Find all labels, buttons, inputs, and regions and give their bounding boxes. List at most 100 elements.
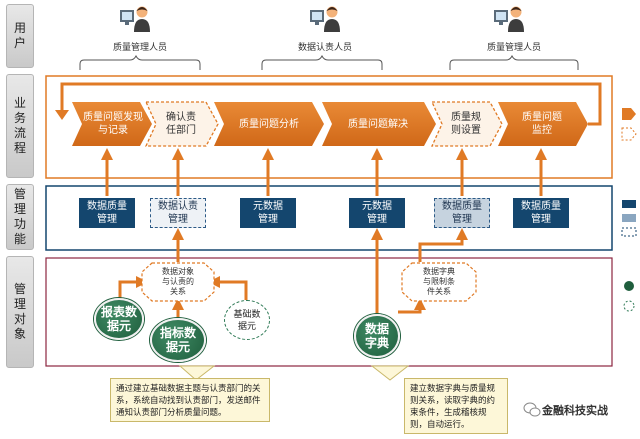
function-box-1-line1: 数据质量 xyxy=(87,201,127,212)
object-indicator-meta-line2: 据元 xyxy=(165,340,190,354)
row-label-object-text: 管理对象 xyxy=(13,282,26,341)
object-report-meta[interactable]: 报表数据元 xyxy=(94,298,144,340)
function-frame xyxy=(45,185,613,251)
object-report-meta-line1: 报表数 xyxy=(100,305,137,319)
object-frame xyxy=(45,257,613,367)
function-box-3-line2: 管理 xyxy=(258,214,278,225)
user-icon-3 xyxy=(494,6,524,32)
object-basic-meta-line2: 据元 xyxy=(237,321,256,331)
connector-report-relation xyxy=(118,276,148,300)
callout-left-pointer xyxy=(178,365,216,381)
role-bracket-1 xyxy=(79,54,201,70)
row-label-process: 业务流程 xyxy=(6,74,34,178)
relation-left: 数据对象与认责的关系 xyxy=(142,263,214,301)
function-box-6-line2: 管理 xyxy=(531,214,551,225)
object-dictionary-line2: 字典 xyxy=(364,336,389,350)
row-label-object: 管理对象 xyxy=(6,256,34,368)
legend-function-dashed xyxy=(621,227,637,237)
process-step-4-line1: 质量问题解决 xyxy=(348,118,408,130)
relation-left-shape xyxy=(141,262,215,302)
object-dictionary-line1: 数据 xyxy=(364,322,389,336)
process-step-5-line1: 质量规 xyxy=(451,112,481,123)
process-step-3-line1: 质量问题分析 xyxy=(239,118,299,130)
callout-right: 建立数据字典与质量规则关系，读取字典的约束条件，生成稽核规则，自动运行。 xyxy=(404,378,508,434)
object-dictionary[interactable]: 数据字典 xyxy=(354,314,400,358)
function-box-5[interactable]: 数据质量管理 xyxy=(434,198,490,228)
function-box-2-line2: 管理 xyxy=(168,214,188,225)
function-box-3[interactable]: 元数据管理 xyxy=(240,198,296,228)
role-bracket-2 xyxy=(261,54,383,70)
function-box-3-line1: 元数据 xyxy=(253,201,283,212)
role-bracket-3 xyxy=(449,54,579,70)
process-step-5-line2: 则设置 xyxy=(451,125,481,136)
function-box-4-line1: 元数据 xyxy=(362,201,392,212)
object-basic-meta[interactable]: 基础数据元 xyxy=(224,300,270,340)
legend-object-solid xyxy=(624,281,634,291)
user-icon-1 xyxy=(120,6,150,32)
process-step-2-shape[interactable] xyxy=(144,101,219,147)
relation-left-line2: 与认责的 xyxy=(162,277,194,286)
function-box-1[interactable]: 数据质量管理 xyxy=(79,198,135,228)
process-step-4-shape[interactable] xyxy=(322,102,436,146)
row-label-function-text: 管理功能 xyxy=(13,187,26,246)
process-step-1[interactable]: 质量问题发现与记录 xyxy=(80,104,146,144)
process-step-2-line2: 任部门 xyxy=(166,125,196,136)
process-step-6-shape[interactable] xyxy=(498,102,588,146)
process-step-6-line2: 监控 xyxy=(532,125,552,136)
relation-right-shape xyxy=(401,262,477,302)
relation-right-line2: 与限制条 xyxy=(423,277,455,286)
role-label-1: 质量管理人员 xyxy=(112,42,167,52)
legend-function-hatched xyxy=(622,214,636,222)
object-indicator-meta-line1: 指标数 xyxy=(159,326,196,340)
function-box-4-line2: 管理 xyxy=(367,214,387,225)
relation-left-line1: 数据对象 xyxy=(162,267,194,276)
process-step-4[interactable]: 质量问题解决 xyxy=(330,104,426,144)
legend-process-dashed xyxy=(621,127,637,141)
process-loop-arrow xyxy=(60,82,602,126)
function-box-6-line1: 数据质量 xyxy=(521,201,561,212)
legend-object-dashed xyxy=(623,300,635,312)
function-box-5-line2: 管理 xyxy=(452,214,472,225)
relation-right: 数据字典与限制条件关系 xyxy=(402,263,476,301)
legend-process-solid xyxy=(622,108,636,120)
row-label-user-text: 用户 xyxy=(13,21,26,50)
relation-right-line3: 件关系 xyxy=(427,287,451,296)
function-box-1-line2: 管理 xyxy=(97,214,117,225)
function-box-2[interactable]: 数据认责管理 xyxy=(150,198,206,228)
process-step-1-shape[interactable] xyxy=(72,102,152,146)
relation-left-line3: 关系 xyxy=(170,287,186,296)
wechat-icon xyxy=(523,402,541,417)
connector-relation-fn5 xyxy=(418,228,468,262)
process-step-3-shape[interactable] xyxy=(214,102,324,146)
row-label-function: 管理功能 xyxy=(6,184,34,250)
process-step-3[interactable]: 质量问题分析 xyxy=(222,104,316,144)
process-step-1-line2: 与记录 xyxy=(98,125,128,136)
role-label-3: 质量管理人员 xyxy=(486,42,541,52)
process-step-5[interactable]: 质量规则设置 xyxy=(440,104,492,144)
process-step-6[interactable]: 质量问题监控 xyxy=(506,104,578,144)
row-label-process-text: 业务流程 xyxy=(13,96,26,155)
process-step-1-line1: 质量问题发现 xyxy=(83,112,143,123)
function-box-4[interactable]: 元数据管理 xyxy=(349,198,405,228)
process-frame xyxy=(45,75,613,179)
process-step-2[interactable]: 确认责任部门 xyxy=(154,104,208,144)
object-report-meta-line2: 据元 xyxy=(106,319,131,333)
object-indicator-meta[interactable]: 指标数据元 xyxy=(150,318,206,362)
callout-left: 通过建立基础数据主题与认责部门的关系，系统自动找到认责部门，发送邮件通知认责部门… xyxy=(110,378,270,422)
user-icon-2 xyxy=(310,6,340,32)
relation-right-line1: 数据字典 xyxy=(423,267,455,276)
row-label-user: 用户 xyxy=(6,4,34,68)
watermark-text: 金融科技实战 xyxy=(542,405,608,417)
role-label-2: 数据认责人员 xyxy=(297,42,352,52)
function-box-6[interactable]: 数据质量管理 xyxy=(513,198,569,228)
process-step-5-shape[interactable] xyxy=(430,101,503,147)
connector-dict-relation xyxy=(398,298,426,314)
connector-basic-relation xyxy=(208,276,248,300)
function-box-2-line1: 数据认责 xyxy=(158,201,198,212)
object-basic-meta-line1: 基础数 xyxy=(233,309,261,319)
legend-function-solid xyxy=(622,200,636,208)
function-box-5-line1: 数据质量 xyxy=(442,201,482,212)
callout-right-pointer xyxy=(370,365,410,381)
process-step-6-line1: 质量问题 xyxy=(522,112,562,123)
